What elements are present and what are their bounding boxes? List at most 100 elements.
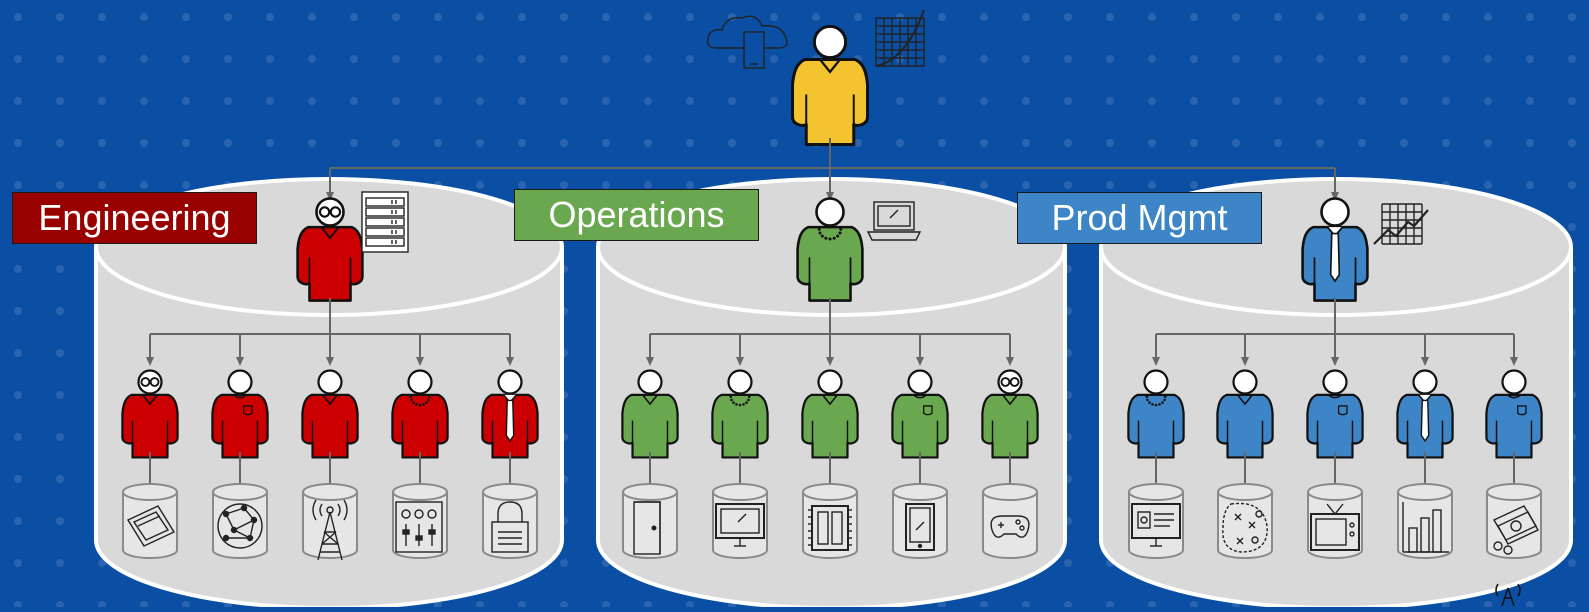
person-figure (981, 369, 1039, 459)
collar (641, 394, 659, 406)
collar (233, 394, 247, 399)
person-figure (796, 197, 864, 302)
tablet-icon (905, 503, 935, 551)
torso (121, 393, 179, 459)
person-figure (121, 369, 179, 459)
person-figure (296, 197, 364, 302)
globe-network-icon (217, 503, 263, 549)
collar (821, 394, 839, 406)
gamepad-icon (990, 515, 1030, 538)
prod-mgmt-label: Prod Mgmt (1017, 192, 1262, 244)
person-figure (1216, 369, 1274, 459)
person-figure (801, 369, 859, 459)
cloud-mobile-icon (706, 15, 788, 69)
tie (1329, 232, 1341, 283)
head (727, 369, 753, 395)
person-figure (391, 369, 449, 459)
torso (391, 393, 449, 459)
engineering-label: Engineering (12, 192, 257, 244)
trend-chart-icon (1373, 203, 1429, 245)
collar (141, 394, 159, 406)
torso (621, 393, 679, 459)
presentation-screen-icon (1131, 503, 1181, 547)
mini-silo (802, 483, 858, 559)
mini-silo (212, 483, 268, 559)
mini-silo (392, 483, 448, 559)
door-icon (633, 501, 661, 555)
head (1412, 369, 1438, 395)
bar-chart-icon (1402, 502, 1449, 553)
collar (1236, 394, 1254, 406)
mini-silo (482, 483, 538, 559)
glasses (318, 206, 331, 218)
mini-silo (622, 483, 678, 559)
laptop-icon (866, 201, 922, 241)
torso (211, 393, 269, 459)
money-icon (1493, 505, 1539, 555)
monitor-icon (715, 503, 765, 547)
mini-silo (1307, 483, 1363, 559)
collar (1507, 394, 1521, 399)
operations-department (621, 197, 1039, 559)
head (637, 369, 663, 395)
control-panel-icon (395, 501, 443, 553)
head (812, 24, 848, 60)
head (907, 369, 933, 395)
radio-tower-icon (312, 499, 348, 561)
top-connector (330, 138, 1335, 169)
mini-silo (892, 483, 948, 559)
mini-silo (1217, 483, 1273, 559)
head (817, 369, 843, 395)
person-figure (1396, 369, 1454, 459)
head (317, 369, 343, 395)
collar (913, 394, 927, 399)
head (815, 197, 845, 227)
person-figure (211, 369, 269, 459)
collar (819, 58, 841, 74)
person-figure (1127, 369, 1185, 459)
pocket (1517, 405, 1527, 416)
torso (301, 393, 359, 459)
head (227, 369, 253, 395)
head (1143, 369, 1169, 395)
collar (1328, 394, 1342, 399)
torso (796, 225, 864, 302)
person-figure (791, 24, 869, 146)
tie (1420, 399, 1430, 443)
person-figure (1306, 369, 1364, 459)
tie (505, 399, 515, 443)
prod-mgmt-department (1127, 197, 1543, 559)
engineering-department (121, 191, 539, 561)
growth-chart-icon (875, 9, 925, 67)
person-figure (1301, 197, 1369, 302)
torso (1306, 393, 1364, 459)
head (1501, 369, 1527, 395)
head (1232, 369, 1258, 395)
torso (801, 393, 859, 459)
padlock-icon (491, 501, 529, 553)
person-figure (481, 369, 539, 459)
torso (1485, 393, 1543, 459)
torso (981, 393, 1039, 459)
pocket (1338, 405, 1348, 416)
mini-silo (302, 483, 358, 561)
chip-icon (808, 505, 852, 551)
torso (891, 393, 949, 459)
head (407, 369, 433, 395)
head (1320, 197, 1350, 227)
torso (1216, 393, 1274, 459)
mini-silo (1486, 483, 1542, 559)
mini-silo (1397, 483, 1453, 559)
person-figure (891, 369, 949, 459)
circuit-board-icon (126, 505, 176, 547)
mini-silo (1128, 483, 1184, 559)
person-figure (621, 369, 679, 459)
torso (791, 58, 869, 146)
operations-label: Operations (514, 189, 759, 241)
television-icon (1310, 503, 1360, 551)
torso (711, 393, 769, 459)
person-figure (1485, 369, 1543, 459)
corner-tower-icon (1495, 583, 1521, 607)
